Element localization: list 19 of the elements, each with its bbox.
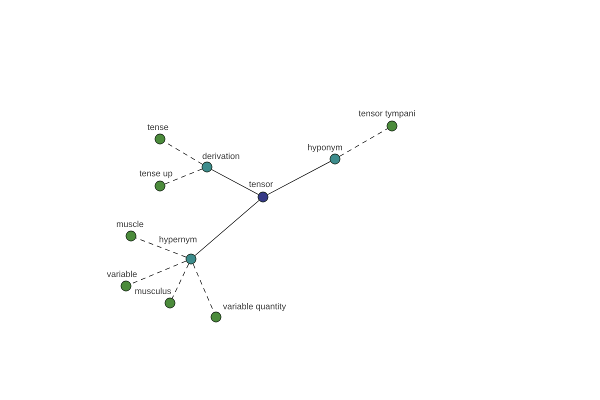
node-label: tensor xyxy=(249,181,273,188)
connector-line xyxy=(172,263,190,299)
node-label: hyponym xyxy=(308,144,342,152)
connector-line xyxy=(211,169,259,195)
node-label: variable quantity xyxy=(222,303,286,312)
node-label: tensor tympani xyxy=(358,110,415,118)
connector-line xyxy=(267,161,331,195)
node-label: tense xyxy=(148,124,168,130)
node-label: variable xyxy=(106,270,137,278)
node-label: derivation xyxy=(202,152,240,160)
connector-line xyxy=(136,238,186,258)
connector-line xyxy=(164,168,202,184)
node-label: muscle xyxy=(116,220,144,228)
connector-line xyxy=(194,200,260,256)
node-label: tense up xyxy=(140,170,172,178)
connector-line xyxy=(130,260,186,284)
node-label: hypernym xyxy=(160,236,196,244)
node-label: musculus xyxy=(135,288,171,294)
connector-line xyxy=(339,128,388,157)
